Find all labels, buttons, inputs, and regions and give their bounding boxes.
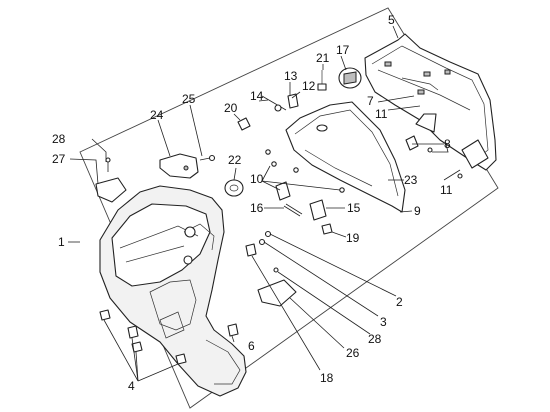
part-26-tray: [257, 279, 297, 307]
callout-28-top: 28: [52, 132, 66, 146]
callout-11-right: 11: [440, 183, 453, 197]
callout-5: 5: [388, 13, 395, 27]
leader-lines: [68, 25, 461, 382]
callout-3: 3: [380, 315, 387, 329]
part-1-body-shell: [99, 185, 247, 397]
callout-13: 13: [284, 69, 298, 83]
callout-2: 2: [396, 295, 403, 309]
callout-19: 19: [346, 231, 360, 245]
part-6-clip: [227, 323, 239, 337]
callout-25: 25: [182, 92, 196, 106]
part-14-rod: [261, 95, 287, 112]
part-10-fasteners: [265, 149, 345, 201]
callout-9: 9: [414, 204, 421, 218]
callout-27: 27: [52, 152, 66, 166]
callout-6: 6: [248, 339, 255, 353]
part-22-grommet: [224, 179, 244, 197]
callout-labels: 5 17 21 13 12 14 25 20 24 7 11 28 27 22 …: [52, 13, 453, 393]
part-27-tray: [95, 177, 127, 203]
part-24-lid: [159, 153, 199, 179]
callout-20: 20: [224, 101, 238, 115]
callout-22: 22: [228, 153, 242, 167]
callout-7: 7: [367, 94, 374, 108]
part-18-clip: [245, 243, 257, 257]
part-28a-screw: [105, 157, 111, 172]
callout-17: 17: [336, 43, 350, 57]
part-21-clip: [317, 70, 327, 91]
callout-21: 21: [316, 51, 330, 65]
callout-14: 14: [250, 89, 264, 103]
part-28b-screw: [273, 267, 279, 273]
callout-16: 16: [250, 201, 264, 215]
callout-11-top: 11: [375, 107, 388, 121]
callout-24: 24: [150, 108, 164, 122]
callout-12: 12: [302, 79, 316, 93]
part-12-bracket: [287, 93, 299, 109]
callout-26: 26: [346, 346, 360, 360]
part-5-inner-panel: [364, 33, 497, 171]
part-15-clip: [309, 199, 327, 221]
part-16-pin: [283, 203, 303, 217]
part-17-switch: [338, 67, 362, 89]
part-20-nut: [237, 117, 251, 131]
part-23-middle-panel: [285, 101, 406, 213]
callout-18: 18: [320, 371, 334, 385]
part-4-clips: [99, 309, 187, 365]
callout-28-bottom: 28: [368, 332, 382, 346]
part-19-washer: [321, 223, 333, 235]
callout-23: 23: [404, 173, 418, 187]
callout-1: 1: [58, 235, 65, 249]
part-2-3-screws: [258, 230, 272, 246]
callout-15: 15: [347, 201, 361, 215]
callout-8: 8: [444, 137, 451, 151]
callout-4: 4: [128, 379, 135, 393]
part-11b-screw: [457, 173, 463, 179]
callout-10: 10: [250, 172, 264, 186]
part-25-screw: [199, 154, 216, 162]
part-8-clip: [405, 135, 433, 153]
